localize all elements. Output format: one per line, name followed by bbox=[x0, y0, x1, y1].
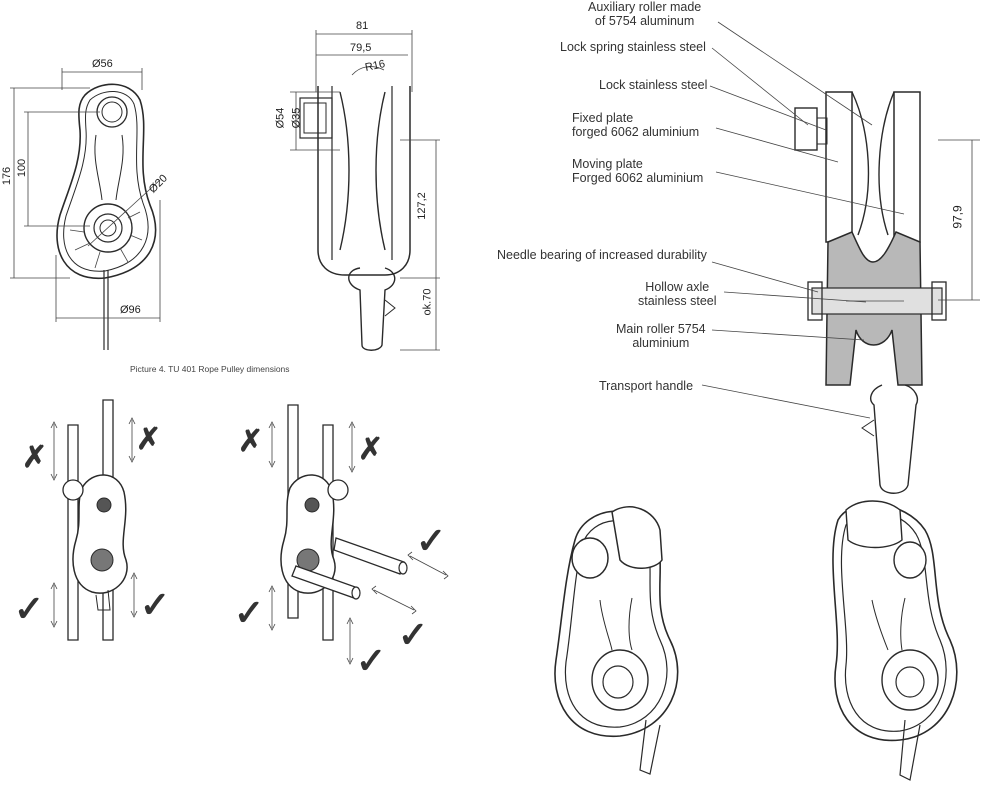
right-mark-icon: ✓ bbox=[356, 640, 387, 681]
front-view-drawing bbox=[10, 68, 161, 350]
wrong-mark-icon: ✗ bbox=[358, 433, 384, 466]
label-lock: Lock stainless steel bbox=[599, 78, 708, 92]
right-mark-icon: ✓ bbox=[14, 588, 45, 629]
dim-diameter-35: Ø35 bbox=[290, 107, 303, 129]
right-mark-icon: ✓ bbox=[416, 520, 447, 561]
right-mark-icon: ✓ bbox=[234, 592, 265, 633]
perspective-view-left bbox=[554, 506, 679, 775]
wrong-mark-icon: ✗ bbox=[238, 425, 264, 458]
label-transport-handle: Transport handle bbox=[599, 379, 694, 393]
label-auxiliary-roller: Auxiliary roller made of 5754 aluminum bbox=[588, 0, 702, 28]
label-needle-bearing: Needle bearing of increased durability bbox=[497, 248, 707, 262]
usage-illustration-2 bbox=[280, 404, 408, 641]
dim-width-79-5: 79,5 bbox=[350, 42, 372, 54]
right-mark-icon: ✓ bbox=[140, 584, 171, 625]
dim-height-176: 176 bbox=[1, 166, 14, 186]
dim-height-127-2: 127,2 bbox=[415, 192, 428, 220]
dim-width-81: 81 bbox=[356, 20, 369, 32]
usage-illustration-1 bbox=[62, 399, 128, 641]
figure-caption: Picture 4. TU 401 Rope Pulley dimensions bbox=[130, 364, 290, 374]
wrong-mark-icon: ✗ bbox=[136, 423, 162, 456]
dim-diameter-54: Ø54 bbox=[274, 107, 287, 129]
label-moving-plate: Moving plate Forged 6062 aluminium bbox=[572, 157, 704, 185]
dim-height-100: 100 bbox=[16, 158, 29, 178]
dim-handle-ok70: ok.70 bbox=[421, 288, 434, 316]
label-lock-spring: Lock spring stainless steel bbox=[560, 40, 706, 54]
dim-diameter-56: Ø56 bbox=[92, 58, 113, 70]
section-view-drawing bbox=[701, 21, 980, 494]
right-mark-icon: ✓ bbox=[398, 614, 429, 655]
dim-height-97-9: 97,9 bbox=[950, 205, 965, 229]
label-fixed-plate: Fixed plate forged 6062 aluminium bbox=[572, 111, 700, 139]
perspective-view-right bbox=[832, 500, 958, 781]
usage-arrows bbox=[50, 417, 449, 665]
label-main-roller: Main roller 5754 aluminium bbox=[616, 322, 706, 350]
wrong-mark-icon: ✗ bbox=[22, 441, 48, 474]
side-view-drawing bbox=[290, 30, 440, 351]
dim-diameter-96: Ø96 bbox=[120, 304, 141, 316]
label-hollow-axle: Hollow axle stainless steel bbox=[638, 280, 717, 308]
